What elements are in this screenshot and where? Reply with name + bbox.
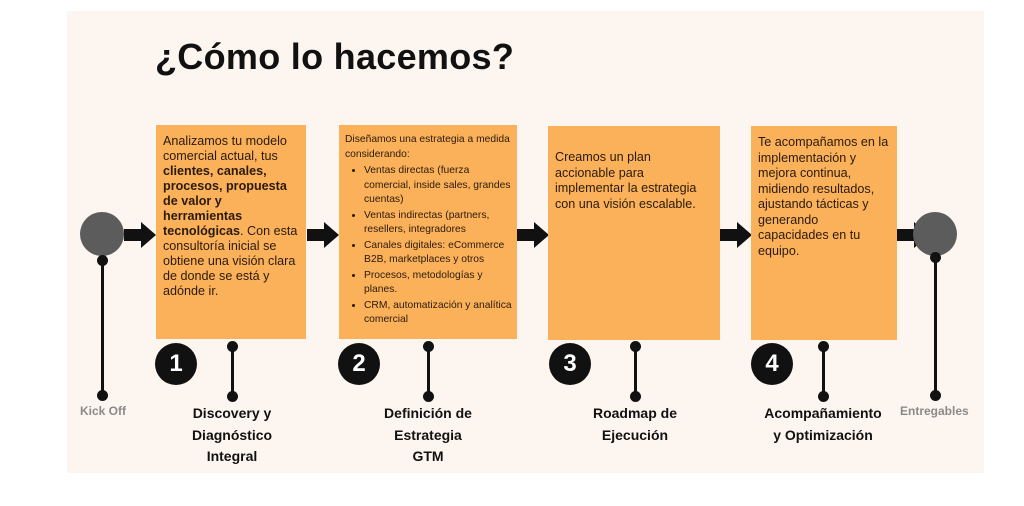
list-item: CRM, automatización y analítica comercia… <box>364 299 512 328</box>
step-2-top-dot <box>423 341 434 352</box>
entregables-bottom-dot <box>930 390 941 401</box>
right-arrow-icon <box>517 222 549 248</box>
step-4-number-badge: 4 <box>751 343 793 385</box>
step-2-label: Definición de Estrategia GTM <box>366 403 490 468</box>
step-3-connector <box>634 346 637 396</box>
step-1-text-bold: clientes, canales, procesos, propuesta d… <box>163 164 287 238</box>
step-1-bottom-dot <box>227 391 238 402</box>
page-title: ¿Cómo lo hacemos? <box>155 36 515 77</box>
step-1-label-line: Diagnóstico <box>191 426 273 443</box>
step-1-number-badge: 1 <box>155 343 197 385</box>
step-2-label-line: Definición de <box>384 405 472 421</box>
step-4-label-line: Acompañamiento <box>764 405 882 421</box>
step-1-top-dot <box>227 341 238 352</box>
step-3-number-badge: 3 <box>549 343 591 385</box>
list-item: Ventas indirectas (partners, resellers, … <box>364 209 512 238</box>
right-arrow-icon <box>307 222 339 248</box>
step-3-text: Creamos un plan accionable para implemen… <box>555 150 697 211</box>
step-4-connector <box>822 346 825 396</box>
step-2-box: Diseñamos una estrategia a medida consid… <box>339 125 517 339</box>
step-1-text-outro: . Con esta consultoría inicial se obtien… <box>163 224 298 298</box>
kickoff-node <box>80 212 124 256</box>
step-2-label-line: Estrategia <box>394 426 462 443</box>
step-2-text-intro: Diseñamos una estrategia a medida consid… <box>345 134 510 160</box>
list-item: Procesos, metodologías y planes. <box>364 269 512 298</box>
kickoff-label: Kick Off <box>80 404 127 418</box>
step-1-box: Analizamos tu modelo comercial actual, t… <box>156 125 306 339</box>
step-3-label-line: Ejecución <box>601 426 669 443</box>
step-2-number-badge: 2 <box>338 343 380 385</box>
step-3-label-line: Roadmap de <box>592 405 677 421</box>
step-2-bullet-list: Ventas directas (fuerza comercial, insid… <box>345 164 512 328</box>
step-4-bottom-dot <box>818 391 829 402</box>
step-4-label: Acompañamiento y Optimización <box>756 403 890 446</box>
step-3-top-dot <box>630 341 641 352</box>
right-arrow-icon <box>124 222 156 248</box>
step-1-label: Discovery y Diagnóstico Integral <box>176 403 288 468</box>
right-arrow-icon <box>720 222 752 248</box>
kickoff-top-dot <box>97 255 108 266</box>
list-item: Ventas directas (fuerza comercial, insid… <box>364 164 512 208</box>
step-3-box: Creamos un plan accionable para implemen… <box>548 126 720 340</box>
entregables-connector <box>934 260 937 394</box>
step-2-connector <box>427 346 430 396</box>
step-1-connector <box>231 346 234 396</box>
step-1-text-intro: Analizamos tu modelo comercial actual, t… <box>163 134 287 163</box>
step-2-label-line: GTM <box>412 448 444 464</box>
list-item: Canales digitales: eCommerce B2B, market… <box>364 239 512 268</box>
step-4-top-dot <box>818 341 829 352</box>
step-4-label-line: y Optimización <box>773 426 873 443</box>
step-1-label-line: Integral <box>206 448 258 464</box>
step-3-label: Roadmap de Ejecución <box>580 403 690 446</box>
step-3-bottom-dot <box>630 391 641 402</box>
entregables-top-dot <box>930 252 941 263</box>
entregables-label: Entregables <box>900 404 969 418</box>
step-2-bottom-dot <box>423 391 434 402</box>
step-4-box: Te acompañamos en la implementación y me… <box>751 126 897 340</box>
step-4-text: Te acompañamos en la implementación y me… <box>758 135 889 258</box>
kickoff-bottom-dot <box>97 390 108 401</box>
kickoff-connector <box>101 260 104 394</box>
entregables-node <box>913 212 957 256</box>
step-1-label-line: Discovery y <box>192 405 272 421</box>
